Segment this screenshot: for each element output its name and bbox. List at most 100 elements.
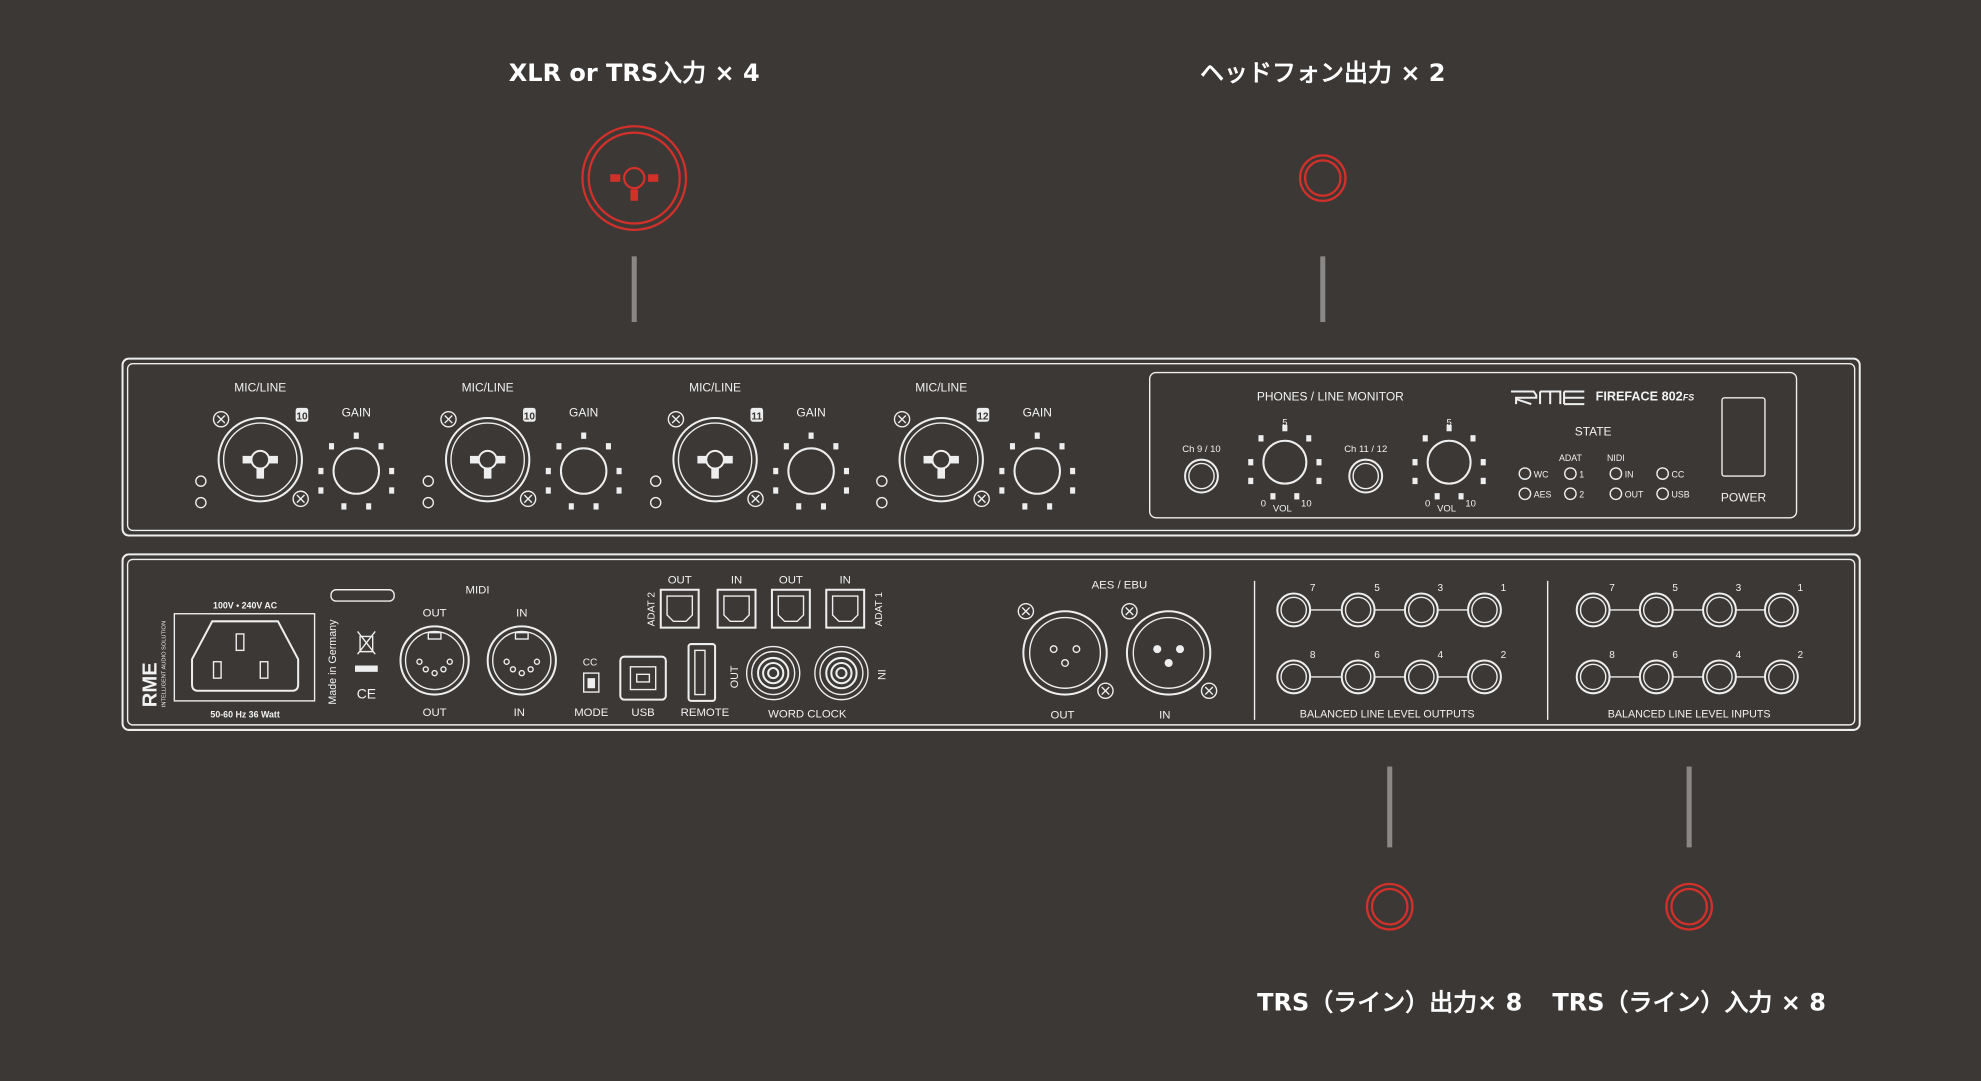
callout-trs-line-inputs: TRS（ライン）入力 × 8 <box>1552 988 1826 1016</box>
pin <box>256 468 265 479</box>
mode-label: MODE <box>574 707 609 719</box>
state-led <box>1518 467 1532 480</box>
toslink-port <box>659 588 700 629</box>
jack-inner <box>1706 596 1733 624</box>
knob-tick <box>1306 435 1312 442</box>
din-pin <box>533 658 541 665</box>
front-panel: MIC/LINEGAIN10MIC/LINEGAIN10MIC/LINEGAIN… <box>121 357 1861 537</box>
knob-icon <box>999 432 1076 510</box>
iec-pin <box>259 661 269 679</box>
jack-inner <box>1344 663 1372 691</box>
balanced-line-inputs-label: BALANCED LINE LEVEL INPUTS <box>1608 708 1771 720</box>
jack-outer <box>1638 592 1674 628</box>
xlr-pin <box>1175 645 1185 654</box>
ring <box>1670 887 1708 926</box>
back-panel-inner <box>126 558 1856 726</box>
jack-inner <box>1344 596 1372 624</box>
jack-inner <box>1768 663 1795 691</box>
phones-channel-label: Ch 11 / 12 <box>1344 444 1387 455</box>
jack-outer <box>1276 659 1312 695</box>
power-switch[interactable] <box>1721 397 1766 477</box>
ring <box>1370 887 1409 926</box>
screw-ring <box>519 490 537 508</box>
knob-tick <box>1470 435 1476 442</box>
screw-icon <box>1097 682 1114 700</box>
pin <box>723 455 733 464</box>
jack-inner <box>1188 462 1215 490</box>
knob-tick <box>1412 477 1418 485</box>
jack-inner <box>1407 596 1435 624</box>
screw-icon <box>667 410 685 428</box>
screw-icon <box>1017 602 1035 620</box>
xlr-outer <box>1022 610 1108 696</box>
jack-inner <box>1352 462 1380 490</box>
xlr-outer <box>1125 610 1212 696</box>
knob-tick <box>605 443 611 450</box>
knob-tick <box>1480 477 1486 485</box>
state-led <box>1564 467 1577 480</box>
ring <box>1303 159 1342 197</box>
state-led <box>1518 487 1532 501</box>
jack-outer <box>1467 659 1502 695</box>
adat-label: ADAT <box>1559 453 1583 463</box>
adat1-label: ADAT 1 <box>874 592 885 627</box>
toslink-port <box>716 588 757 629</box>
screw-icon <box>519 490 537 508</box>
screw-icon <box>973 490 990 508</box>
jack-number: 6 <box>1672 650 1678 661</box>
mode-switch[interactable] <box>582 672 600 693</box>
weee-bar <box>355 665 378 672</box>
jack-outer <box>1184 458 1219 494</box>
state-led <box>1609 487 1623 501</box>
pin <box>697 455 707 464</box>
knob-scale-5: 5 <box>1282 418 1287 429</box>
screw-ring <box>973 490 990 508</box>
knob-tick <box>318 487 324 494</box>
toslink-opening <box>723 595 750 623</box>
bnc-ring <box>751 650 796 696</box>
screw-ring <box>1017 602 1035 620</box>
din-pin <box>503 658 510 665</box>
adat-port-label: OUT <box>668 574 692 586</box>
model-suffix: FS <box>1683 392 1694 402</box>
din-pin <box>416 658 423 665</box>
midi-label: NIDI <box>1607 453 1625 463</box>
screw-cross <box>1125 606 1134 616</box>
word-clock-in-label: IN <box>875 669 887 680</box>
gain-label: GAIN <box>1023 406 1052 420</box>
knob-tick <box>328 443 335 450</box>
jack-inner <box>1642 663 1670 691</box>
led <box>876 475 888 487</box>
knob-tick <box>1294 493 1300 500</box>
mic-line-label: MIC/LINE <box>915 380 967 394</box>
screw-cross <box>523 494 533 504</box>
state-led-label: 1 <box>1579 469 1584 479</box>
xlr-inner <box>1132 616 1205 689</box>
adat-port-label: OUT <box>779 574 803 586</box>
combo-trs-center <box>250 449 271 470</box>
knob-tick <box>1480 459 1486 466</box>
jack-outer <box>1763 592 1799 628</box>
midi-in-label: IN <box>516 607 527 619</box>
power-voltage-label: 100V • 240V AC <box>213 601 278 611</box>
cable-clip <box>330 589 395 602</box>
screw-icon <box>440 410 457 428</box>
line-input-jack <box>1638 659 1674 695</box>
toslink-port <box>825 588 866 629</box>
iec-pin <box>212 661 222 679</box>
aes-out-label: OUT <box>1051 710 1075 722</box>
knob-tick <box>389 467 395 475</box>
jack-number: 4 <box>1437 650 1443 661</box>
jack-outer <box>1403 659 1439 695</box>
screw-cross <box>1021 606 1031 616</box>
bnc-ring <box>825 656 858 690</box>
jack-number: 5 <box>1672 583 1678 594</box>
screw-ring <box>440 410 457 428</box>
knob-body <box>332 447 381 495</box>
knob-tick <box>318 467 324 475</box>
pin <box>950 455 959 464</box>
